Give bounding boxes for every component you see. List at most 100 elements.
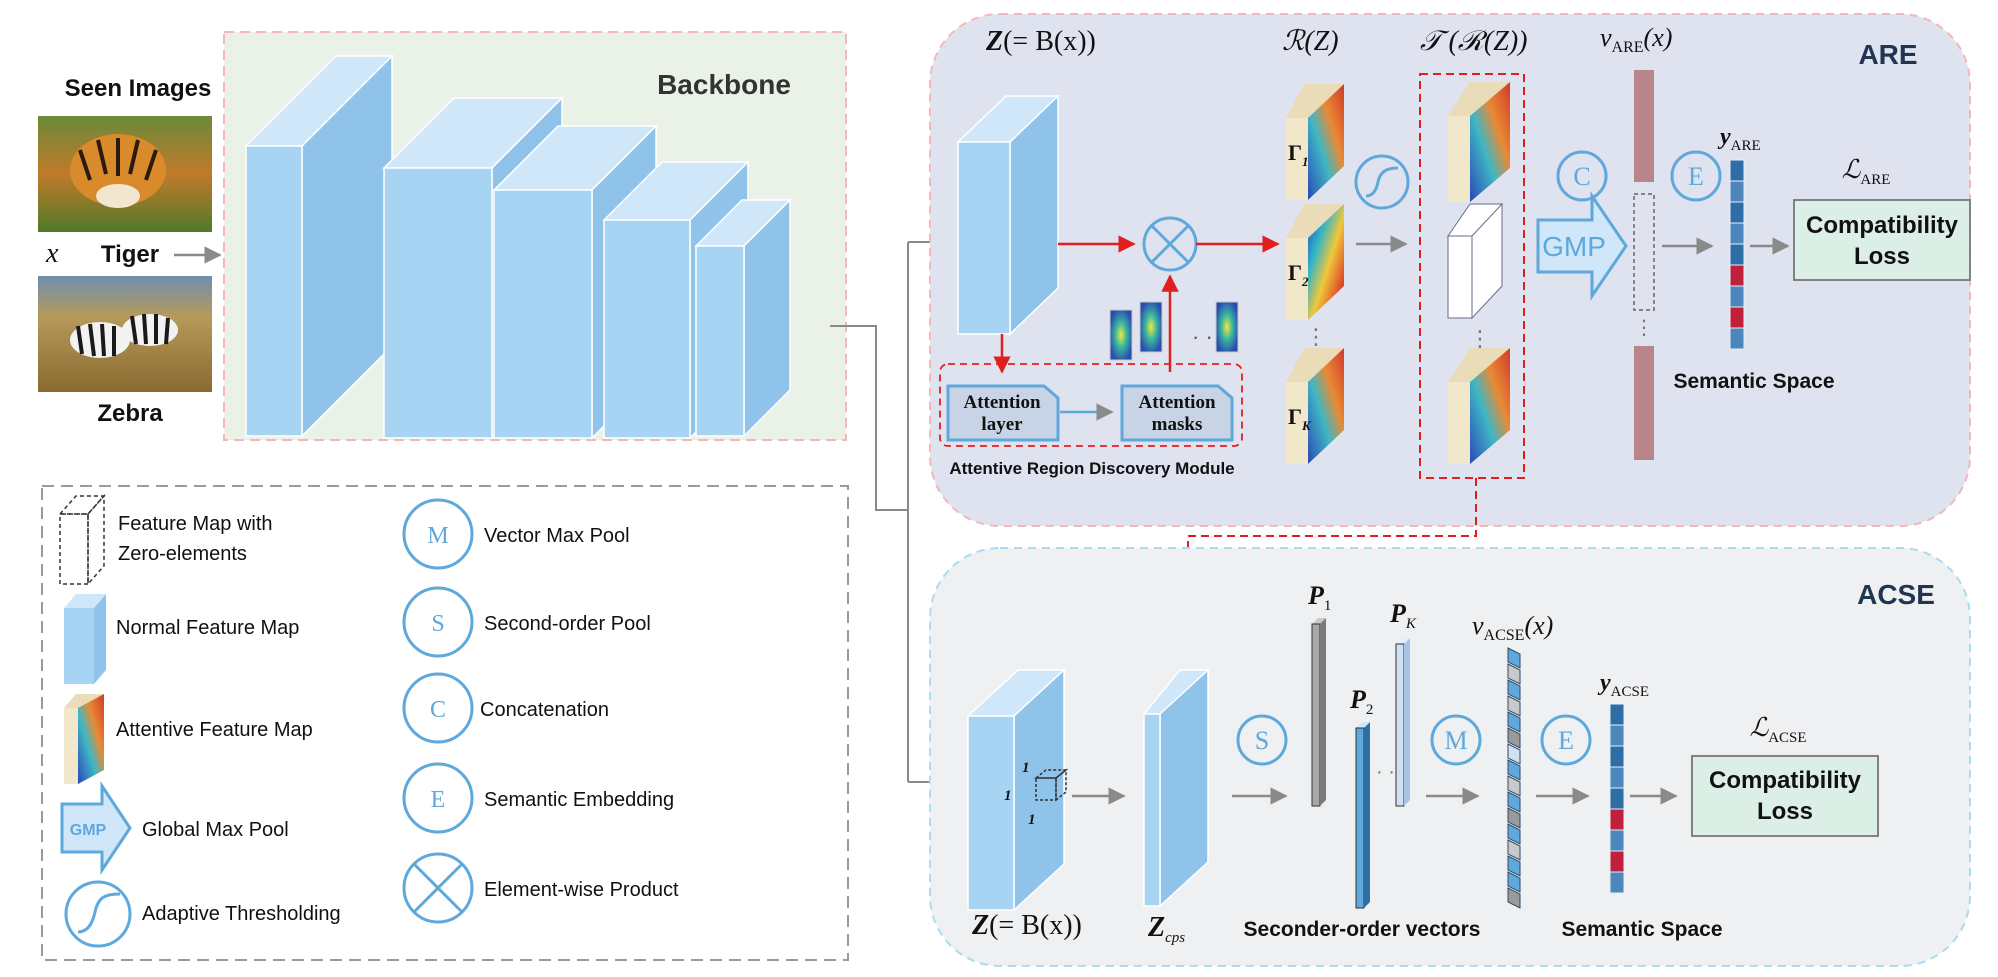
backbone-title: Backbone — [657, 69, 791, 100]
zebra-image — [38, 276, 212, 392]
vector-cell — [1729, 327, 1745, 350]
are-z-feature-map — [956, 94, 1060, 336]
vector-cell — [1609, 787, 1625, 810]
are-embedding-icon: E — [1670, 150, 1722, 202]
are-y-vector — [1729, 159, 1745, 350]
vector-cell — [1729, 285, 1745, 308]
are-loss-label: ℒARE — [1842, 155, 1891, 188]
vector-cell — [1507, 823, 1521, 845]
e-circle-icon: E — [402, 762, 474, 834]
acse-title: ACSE — [1857, 579, 1935, 610]
attention-layer-label-line2: layer — [981, 414, 1023, 435]
zebra-label: Zebra — [97, 400, 163, 427]
attention-mask-thumbnails: · · · — [1109, 301, 1239, 361]
are-semantic-space-label: Semantic Space — [1673, 370, 1834, 393]
attentive-map-2 — [1286, 204, 1344, 320]
p2-label: P2 — [1349, 685, 1373, 718]
acse-v-label: vACSE(x) — [1472, 611, 1553, 644]
attentive-feature-maps: ⋮ Γ1 Γ2 ΓK — [1286, 84, 1344, 464]
seen-images-label: Seen Images — [65, 75, 212, 102]
x-symbol: x — [45, 238, 59, 269]
adaptive-thresholding-icon — [1354, 154, 1410, 210]
acse-panel: ACSE 1 1 1 Z(= B(x)) Zcps — [929, 547, 1971, 967]
vector-cell — [1507, 743, 1521, 765]
are-r-label: ℛ(Z) — [1282, 26, 1339, 57]
gmp-arrow-icon: GMP — [1536, 191, 1628, 301]
svg-text:1: 1 — [1004, 788, 1012, 804]
are-panel: ARE Z(= B(x)) ℛ(Z) 𝒯 (ℛ(Z)) vARE(x) — [929, 13, 1971, 527]
svg-text:Compatibility: Compatibility — [1806, 212, 1959, 239]
vector-cell — [1729, 201, 1745, 224]
vector-cell — [1507, 663, 1521, 685]
svg-text:E: E — [1558, 726, 1574, 755]
legend-second-order-pool-label: Second-order Pool — [484, 613, 651, 635]
svg-text:S: S — [431, 611, 444, 637]
vector-cell — [1507, 775, 1521, 797]
pk-label: PK — [1389, 599, 1417, 632]
legend-attentive-map-label: Attentive Feature Map — [116, 719, 313, 741]
acse-z-feature-map: 1 1 1 — [966, 668, 1069, 912]
acse-y-label: yACSE — [1597, 670, 1649, 700]
backbone-panel: Backbone — [223, 31, 847, 441]
concatenation-icon: C — [1556, 150, 1608, 202]
svg-text:⋮: ⋮ — [1469, 326, 1491, 351]
legend-normal-map-label: Normal Feature Map — [116, 617, 299, 639]
vector-cell — [1507, 711, 1521, 733]
vector-cell — [1609, 745, 1625, 768]
svg-text:E: E — [431, 787, 446, 813]
svg-text:Loss: Loss — [1854, 243, 1910, 270]
svg-text:E: E — [1688, 162, 1704, 191]
legend-element-wise-product-label: Element-wise Product — [484, 879, 679, 901]
svg-text:M: M — [1444, 726, 1467, 755]
vector-cell — [1609, 808, 1625, 831]
m-circle-icon: M — [402, 498, 474, 570]
acse-z-label: Z(= B(x)) — [971, 910, 1082, 941]
vector-cell — [1507, 807, 1521, 829]
legend-vector-max-pool-label: Vector Max Pool — [484, 525, 630, 547]
vector-max-pool-icon: M — [1430, 714, 1482, 766]
svg-text:M: M — [427, 523, 448, 549]
legend-panel: GMP Feature Map with Zero-elements Norma… — [41, 485, 849, 961]
tiger-label: Tiger — [101, 241, 159, 268]
svg-text:Loss: Loss — [1757, 798, 1813, 825]
vector-cell — [1507, 839, 1521, 861]
acse-semantic-space-label: Semantic Space — [1561, 918, 1722, 941]
acse-loss-label: ℒACSE — [1749, 713, 1806, 746]
legend-gmp-label: Global Max Pool — [142, 819, 289, 841]
are-t-label: 𝒯 (ℛ(Z)) — [1420, 26, 1527, 57]
svg-text:1: 1 — [1028, 812, 1036, 828]
svg-text:C: C — [430, 697, 446, 723]
svg-text:1: 1 — [1022, 760, 1030, 776]
attention-masks-label: Attention — [1138, 392, 1215, 413]
vector-cell — [1507, 759, 1521, 781]
svg-text:⋮: ⋮ — [1305, 324, 1327, 349]
blue-cuboid-icon — [64, 594, 106, 684]
cross-circle-icon — [402, 852, 474, 924]
are-y-label: yARE — [1717, 124, 1761, 154]
attention-region-discovery-module: Attention layer Attention masks Attentiv… — [939, 363, 1243, 478]
vector-cell — [1729, 306, 1745, 329]
vector-cell — [1507, 871, 1521, 893]
backbone-feature-map-5 — [694, 198, 792, 438]
legend-zero-map-label-2: Zero-elements — [118, 543, 247, 565]
acse-v-vector — [1507, 647, 1521, 909]
svg-text:GMP: GMP — [1542, 231, 1606, 262]
vector-cell — [1729, 243, 1745, 266]
legend-semantic-embedding-label: Semantic Embedding — [484, 789, 674, 811]
heatmap-cuboid-icon — [64, 694, 104, 784]
svg-text:C: C — [1573, 162, 1590, 191]
are-semantic-vector: ⋮ — [1633, 70, 1655, 460]
module-caption: Attentive Region Discovery Module — [949, 459, 1234, 478]
tiger-image — [38, 116, 212, 232]
vector-cell — [1729, 180, 1745, 203]
vector-cell — [1609, 871, 1625, 894]
attentive-map-k — [1286, 348, 1344, 464]
threshold-curve-icon — [64, 880, 132, 948]
thresholded-feature-maps: ⋮ — [1419, 73, 1525, 479]
legend-zero-map-label: Feature Map with — [118, 513, 273, 535]
second-order-caption: Seconder-order vectors — [1244, 918, 1481, 941]
vector-cell — [1609, 724, 1625, 747]
vector-cell — [1729, 222, 1745, 245]
c-circle-icon: C — [402, 672, 474, 744]
acse-compatibility-loss-box: Compatibility Loss — [1691, 755, 1879, 837]
